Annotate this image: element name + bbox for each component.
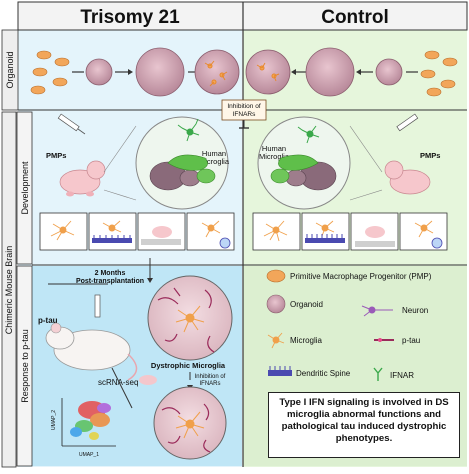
side-label-response: Response to p-tau: [20, 329, 30, 403]
inhibition-top-line1: Inhibition of: [227, 103, 260, 110]
organoid-row-trisomy: [30, 47, 240, 97]
months-line2: Post-transplantation: [76, 278, 144, 285]
months-line1: 2 Months: [95, 270, 126, 277]
legend-neuron: Neuron: [402, 306, 428, 315]
pmps-right: PMPs: [420, 151, 440, 160]
human-microglia-right-2: Microglia: [259, 152, 290, 161]
scrnaseq-label: scRNA-seq: [98, 378, 138, 387]
header-trisomy: Trisomy 21: [80, 7, 180, 28]
umap-x-label: UMAP_1: [79, 452, 99, 458]
inhibition-bottom-line2: IFNARs: [200, 381, 221, 387]
development-control: Human Microglia PMPs: [252, 113, 448, 251]
inhibition-top-line2: IFNARs: [233, 111, 257, 118]
side-label-development: Development: [20, 161, 30, 215]
development-trisomy: PMPs Human Microglia: [39, 113, 235, 251]
summary-box: Type I IFN signaling is involved in DS m…: [268, 392, 460, 458]
inhibition-bottom-line1: Inhibition of: [195, 374, 226, 380]
organoid-row-control: [245, 47, 458, 97]
legend-icons: [266, 269, 394, 381]
legend-organoid: Organoid: [290, 300, 323, 309]
legend-microglia: Microglia: [290, 336, 323, 345]
ptau-label-left: p-tau: [38, 316, 58, 325]
umap-y-label: UMAP_2: [51, 410, 57, 430]
pmps-left: PMPs: [46, 151, 66, 160]
dystrophic-label: Dystrophic Microglia: [151, 361, 226, 370]
human-microglia-left-1: Human: [202, 149, 226, 158]
side-label-chimeric: Chimeric Mouse Brain: [4, 246, 14, 335]
header-control: Control: [321, 7, 389, 28]
legend-spine: Dendritic Spine: [296, 369, 351, 378]
legend-pmp: Primitive Macrophage Progenitor (PMP): [290, 272, 432, 281]
human-microglia-left-2: Microglia: [199, 157, 230, 166]
human-microglia-right-1: Human: [262, 144, 286, 153]
legend-ptau: p-tau: [402, 336, 420, 345]
side-label-organoid: Organoid: [5, 51, 15, 88]
summary-text: Type I IFN signaling is involved in DS m…: [279, 397, 449, 444]
response-trisomy: 2 Months Post-transplantation p-tau scRN…: [38, 258, 233, 460]
legend-ifnar: IFNAR: [390, 371, 414, 380]
